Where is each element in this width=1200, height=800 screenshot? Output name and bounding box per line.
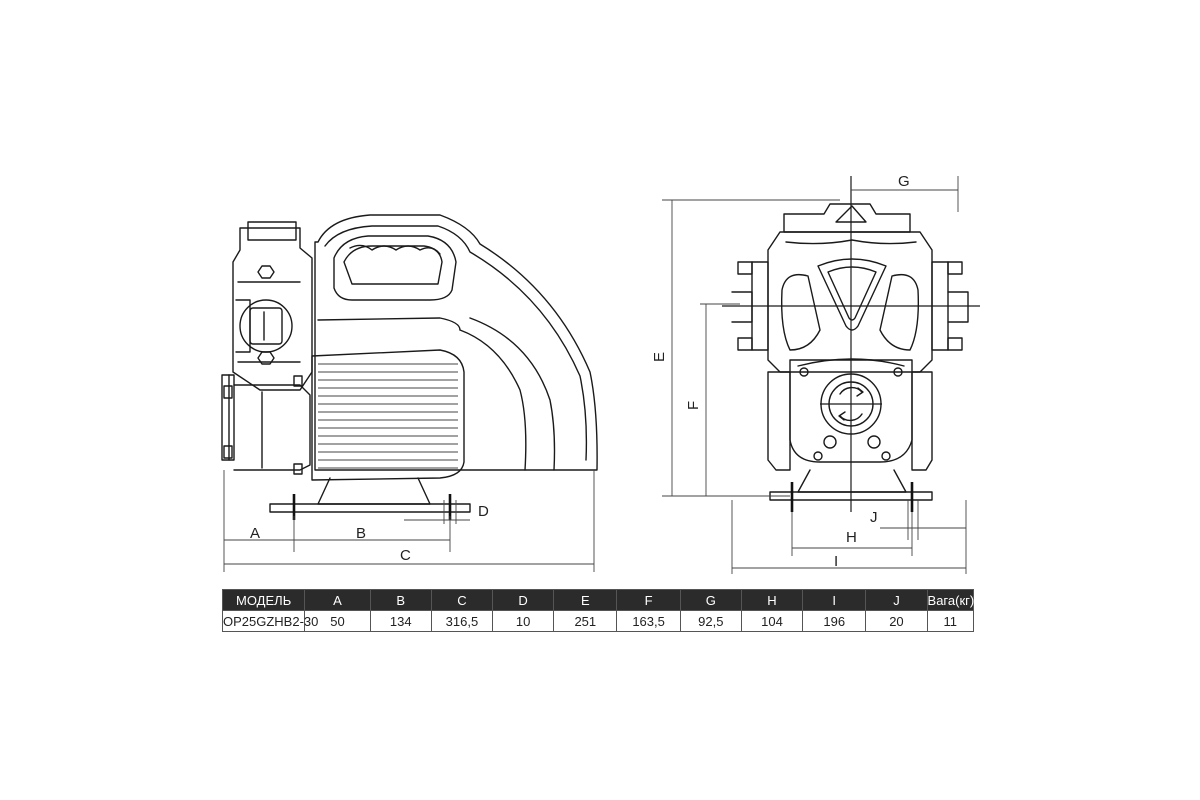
cell-c: 316,5	[430, 610, 494, 632]
dim-label-j: J	[870, 509, 878, 526]
side-view-dimensions	[223, 470, 595, 572]
cell-d: 10	[491, 610, 555, 632]
cell-a: 50	[304, 610, 371, 632]
cell-b: 134	[369, 610, 432, 632]
cell-weight: 11	[926, 610, 975, 632]
col-header-e: E	[553, 589, 618, 611]
col-header-weight: Вага(кг)	[926, 589, 974, 611]
col-header-a: A	[304, 589, 371, 611]
motor-cooling-fins	[318, 363, 458, 469]
dim-label-a: A	[250, 525, 260, 542]
dim-label-c: C	[400, 547, 411, 564]
cell-model: OP25GZHB2-30	[221, 610, 318, 632]
cell-f: 163,5	[616, 610, 681, 632]
table-row: OP25GZHB2-30 50 134 316,5 10 251 163,5 9…	[221, 610, 975, 632]
spec-header-row: МОДЕЛЬ A B C D E F G H I J Вага(кг)	[221, 589, 974, 611]
dim-label-b: B	[356, 525, 366, 542]
cell-g: 92,5	[679, 610, 742, 632]
col-header-g: G	[679, 589, 742, 611]
col-header-i: I	[802, 589, 867, 611]
col-header-c: C	[430, 589, 494, 611]
dim-label-i: I	[834, 553, 838, 570]
cell-j: 20	[865, 610, 928, 632]
dim-label-e: E	[651, 352, 668, 362]
pump-side-view	[221, 214, 598, 520]
col-header-j: J	[865, 589, 928, 611]
cell-h: 104	[740, 610, 804, 632]
front-view-dimensions	[662, 176, 967, 574]
pump-front-view	[722, 176, 980, 512]
dim-label-f: F	[685, 401, 702, 410]
col-header-d: D	[491, 589, 555, 611]
col-header-h: H	[740, 589, 804, 611]
cell-i: 196	[802, 610, 867, 632]
col-header-model: МОДЕЛЬ	[221, 589, 306, 611]
dim-label-g: G	[898, 173, 910, 190]
cell-e: 251	[553, 610, 618, 632]
spec-table: МОДЕЛЬ A B C D E F G H I J Вага(кг) OP25…	[221, 589, 975, 632]
dim-label-d: D	[478, 503, 489, 520]
col-header-f: F	[616, 589, 681, 611]
dim-label-h: H	[846, 529, 857, 546]
col-header-b: B	[369, 589, 432, 611]
